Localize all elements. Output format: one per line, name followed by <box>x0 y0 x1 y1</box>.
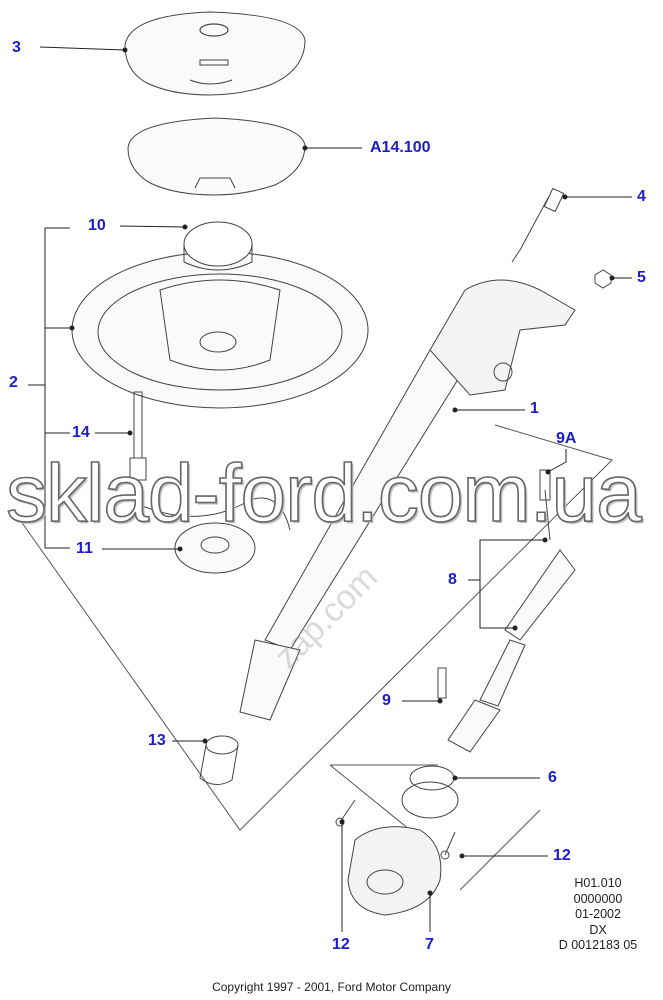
copyright: Copyright 1997 - 2001, Ford Motor Compan… <box>212 980 451 994</box>
seal-part-7 <box>347 826 442 916</box>
callout-9[interactable]: 9 <box>382 692 391 709</box>
intermediate-shaft-part-8 <box>437 469 576 753</box>
callout-6[interactable]: 6 <box>548 769 557 786</box>
steering-wheel <box>71 221 369 409</box>
horn-pad <box>127 117 306 196</box>
boot-part-6 <box>401 765 459 819</box>
reference-line: DX <box>589 922 607 937</box>
assembly-outline <box>19 424 613 831</box>
reference-line: 0000000 <box>573 891 623 906</box>
reference-line: H01.010 <box>574 876 622 890</box>
clockspring-part-11 <box>139 497 291 574</box>
bolt-part-14 <box>129 391 147 481</box>
reference-line: D 0012183 05 <box>558 938 638 952</box>
watermark: sklad-ford.com.ua <box>5 448 642 539</box>
callout-12-bottom[interactable]: 12 <box>332 936 350 953</box>
callout-14[interactable]: 14 <box>72 424 90 441</box>
callout-a14100[interactable]: A14.100 <box>370 139 431 156</box>
bush-part-13 <box>199 735 239 785</box>
callout-10[interactable]: 10 <box>88 217 106 234</box>
callout-11[interactable]: 11 <box>76 540 93 557</box>
callout-8[interactable]: 8 <box>448 571 457 588</box>
reference-block: H01.010 0000000 01-2002 DX D 0012183 05 <box>543 876 653 954</box>
callout-9a[interactable]: 9A <box>556 430 577 447</box>
callout-7[interactable]: 7 <box>425 936 434 953</box>
callout-4[interactable]: 4 <box>637 188 646 205</box>
callout-5[interactable]: 5 <box>637 269 646 286</box>
steering-column-part-1 <box>239 187 612 721</box>
callout-1[interactable]: 1 <box>530 400 539 417</box>
leader-lines <box>28 46 632 932</box>
callout-12-right[interactable]: 12 <box>553 847 571 864</box>
reference-line: 01-2002 <box>575 907 621 921</box>
callout-13[interactable]: 13 <box>148 732 166 749</box>
callout-3[interactable]: 3 <box>12 39 21 56</box>
airbag-cover-part-3 <box>124 11 306 96</box>
callout-2[interactable]: 2 <box>9 374 18 391</box>
